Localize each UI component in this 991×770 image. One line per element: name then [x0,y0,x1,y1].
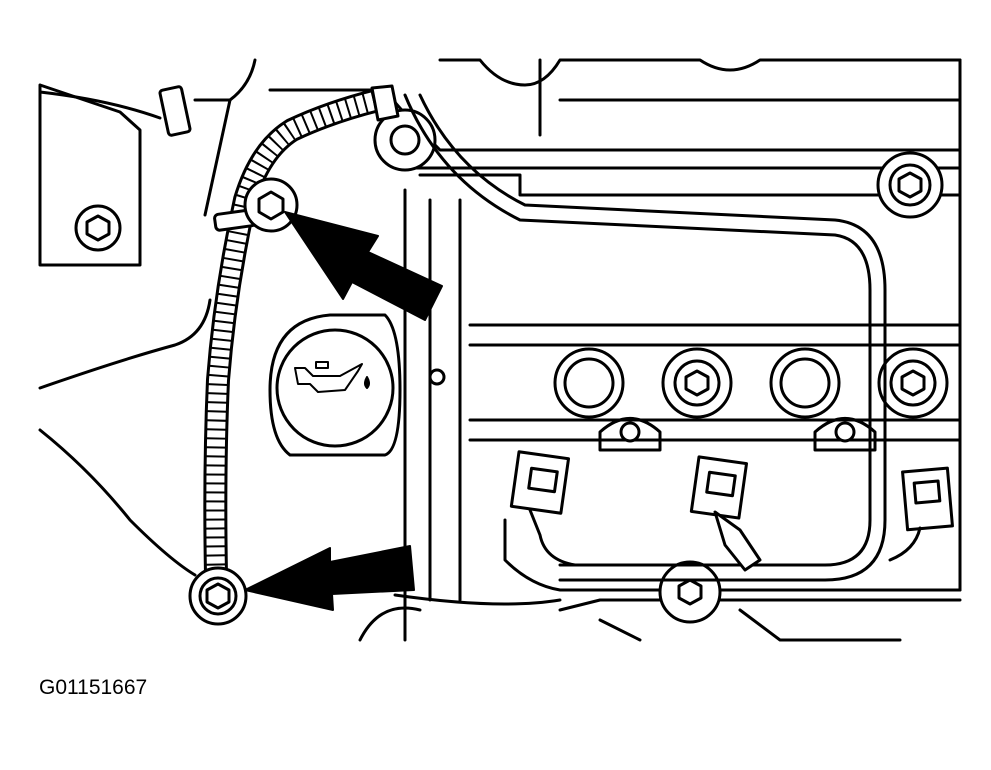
coil-bore-3 [769,347,841,419]
valve-cover [268,58,962,642]
cover-stud-2 [813,417,877,452]
hose-clamp [158,85,192,137]
arrow-icon [244,545,415,611]
arrow-icon [284,211,443,321]
coil-connector-3 [888,466,954,562]
bolt-icon [243,177,299,233]
coolant-tube [403,93,887,582]
oil-filler-cap [268,313,402,457]
coil-connector-2 [689,455,762,572]
coil-connector-1 [509,450,577,567]
top-right-bolt [876,151,944,219]
figure-id-label: G01151667 [39,676,148,699]
coil-bore-4 [877,347,949,419]
bracket-bolt [74,204,122,252]
oil-can-icon [294,361,370,393]
left-bracket [38,58,257,577]
coil-bore-2 [661,347,733,419]
wiring-harness [203,84,400,587]
bolt-icon [188,566,248,626]
bottom-center-bolt [658,560,722,624]
cover-stud-3 [428,368,446,386]
cover-stud-1 [598,417,662,452]
coil-bore-1 [553,347,625,419]
